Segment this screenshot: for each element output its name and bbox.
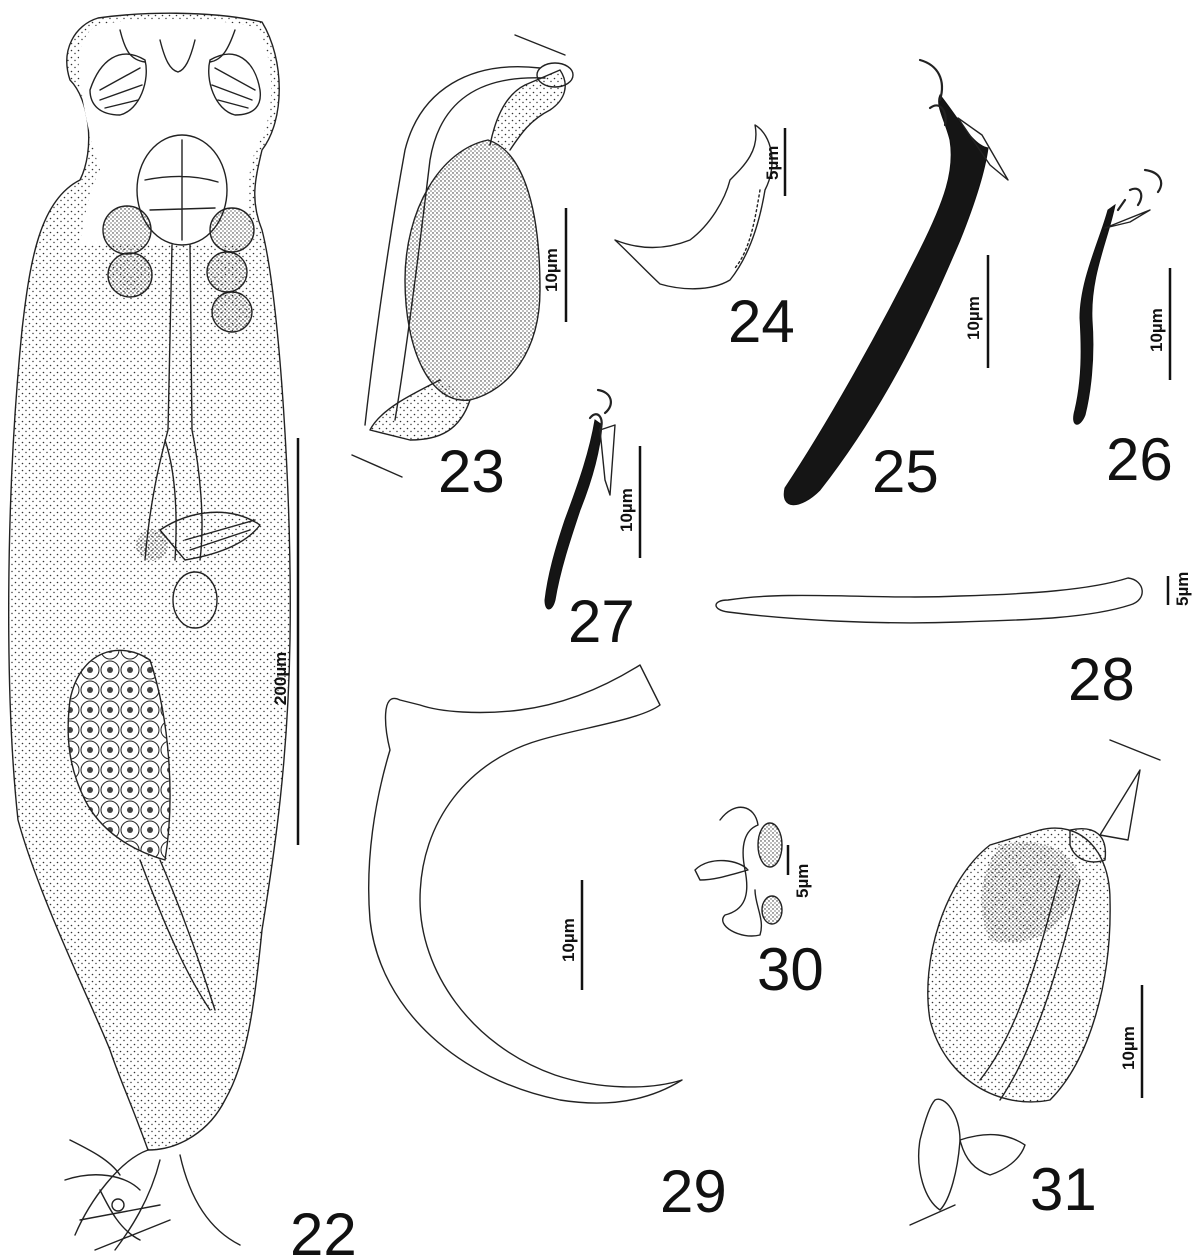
figure-27-number: 27 xyxy=(568,588,635,655)
figure-29-scale-label: 10µm xyxy=(559,918,578,962)
figure-26-anchor: 10µm 26 xyxy=(1073,168,1173,493)
figure-28-transverse-bar: 5µm 28 xyxy=(715,572,1192,713)
figure-30-accessory: 5µm 30 xyxy=(694,806,824,1003)
figure-23-scale-label: 10µm xyxy=(542,248,561,292)
figure-28-number: 28 xyxy=(1068,646,1135,713)
figure-22-scale-label: 200µm xyxy=(271,652,290,705)
figure-24-scale-label: 5µm xyxy=(763,146,782,180)
figure-31-copulatory-organ: 10µm 31 xyxy=(909,739,1161,1226)
figure-24-number: 24 xyxy=(728,288,795,355)
figure-31-number: 31 xyxy=(1030,1156,1097,1223)
figure-27-anchor: 10µm 27 xyxy=(544,388,642,655)
figure-25-number: 25 xyxy=(872,438,939,505)
figure-24-accessory-piece: 5µm 24 xyxy=(614,124,795,355)
figure-26-number: 26 xyxy=(1106,426,1173,493)
figure-25-anchor: 10µm 25 xyxy=(783,58,1009,506)
figure-25-scale-label: 10µm xyxy=(964,296,983,340)
figure-29-hook: 10µm 29 xyxy=(368,664,727,1225)
figure-27-scale-label: 10µm xyxy=(617,488,636,532)
figure-28-scale-label: 5µm xyxy=(1173,572,1192,606)
figure-30-number: 30 xyxy=(757,936,824,1003)
figure-23-number: 23 xyxy=(438,438,505,505)
figure-23-copulatory-organ: 10µm 23 xyxy=(351,34,574,505)
figure-26-scale-label: 10µm xyxy=(1147,308,1166,352)
figure-30-scale-label: 5µm xyxy=(793,864,812,898)
figure-22-number: 22 xyxy=(290,1201,357,1259)
figure-22-whole-worm: 200µm 22 xyxy=(8,12,357,1259)
figure-31-scale-label: 10µm xyxy=(1119,1026,1138,1070)
figure-29-number: 29 xyxy=(660,1158,727,1225)
